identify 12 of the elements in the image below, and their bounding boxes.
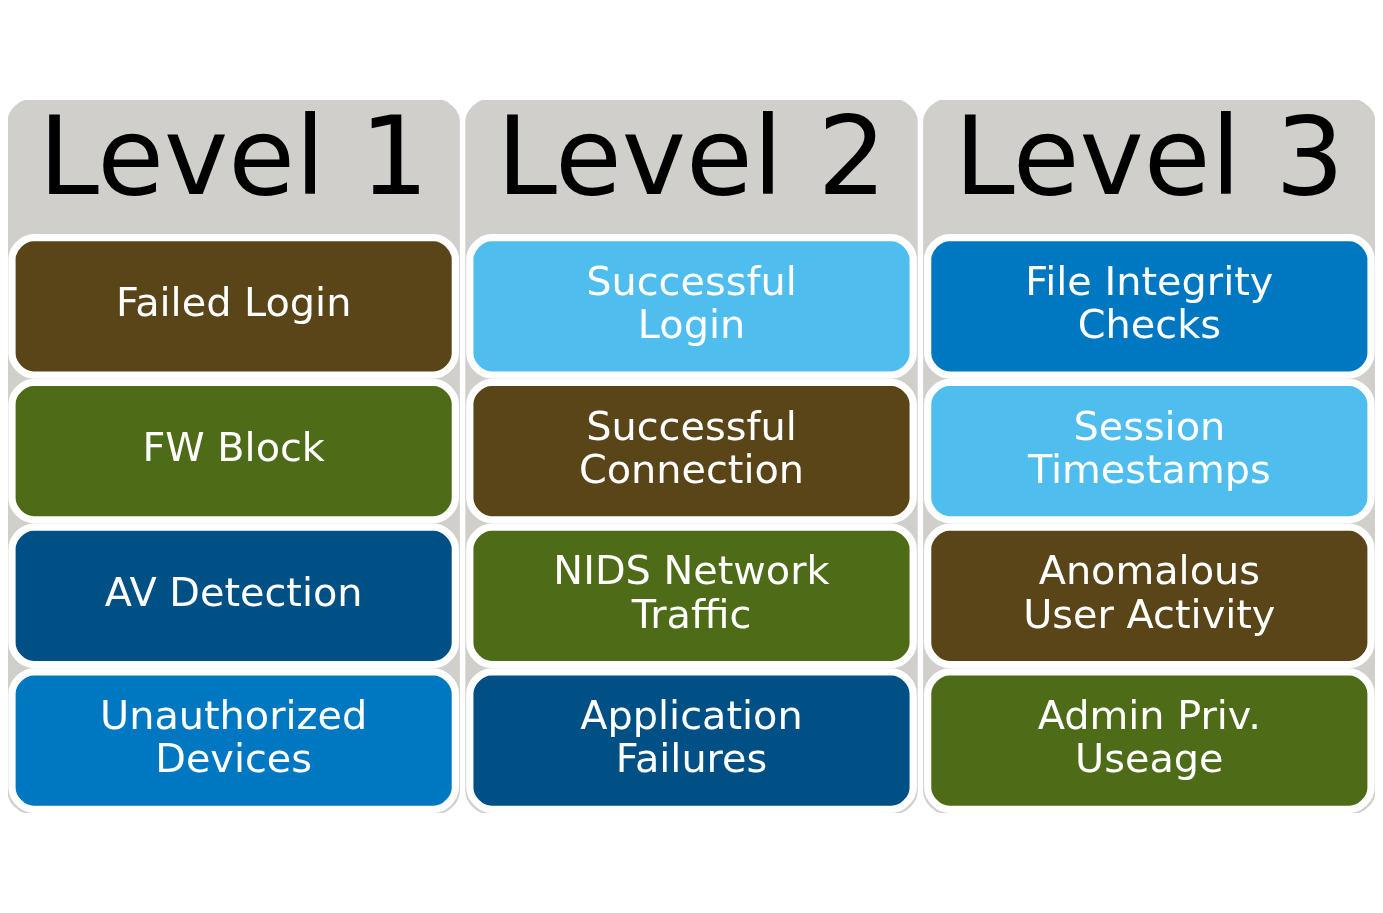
- node-box: Successful Login: [466, 233, 917, 379]
- node-box: Unauthorized Devices: [8, 668, 459, 813]
- node-box: FW Block: [8, 378, 459, 524]
- node-box: NIDS Network Traffic: [466, 523, 917, 669]
- node-box: Anomalous User Activity: [924, 523, 1375, 669]
- node-box: Failed Login: [8, 233, 459, 379]
- node-box: Application Failures: [466, 668, 917, 813]
- node-box: Admin Priv. Useage: [924, 668, 1375, 813]
- node-box: File Integrity Checks: [924, 233, 1375, 379]
- node-box: Session Timestamps: [924, 378, 1375, 524]
- node-box: AV Detection: [8, 523, 459, 669]
- node-box: Successful Connection: [466, 378, 917, 524]
